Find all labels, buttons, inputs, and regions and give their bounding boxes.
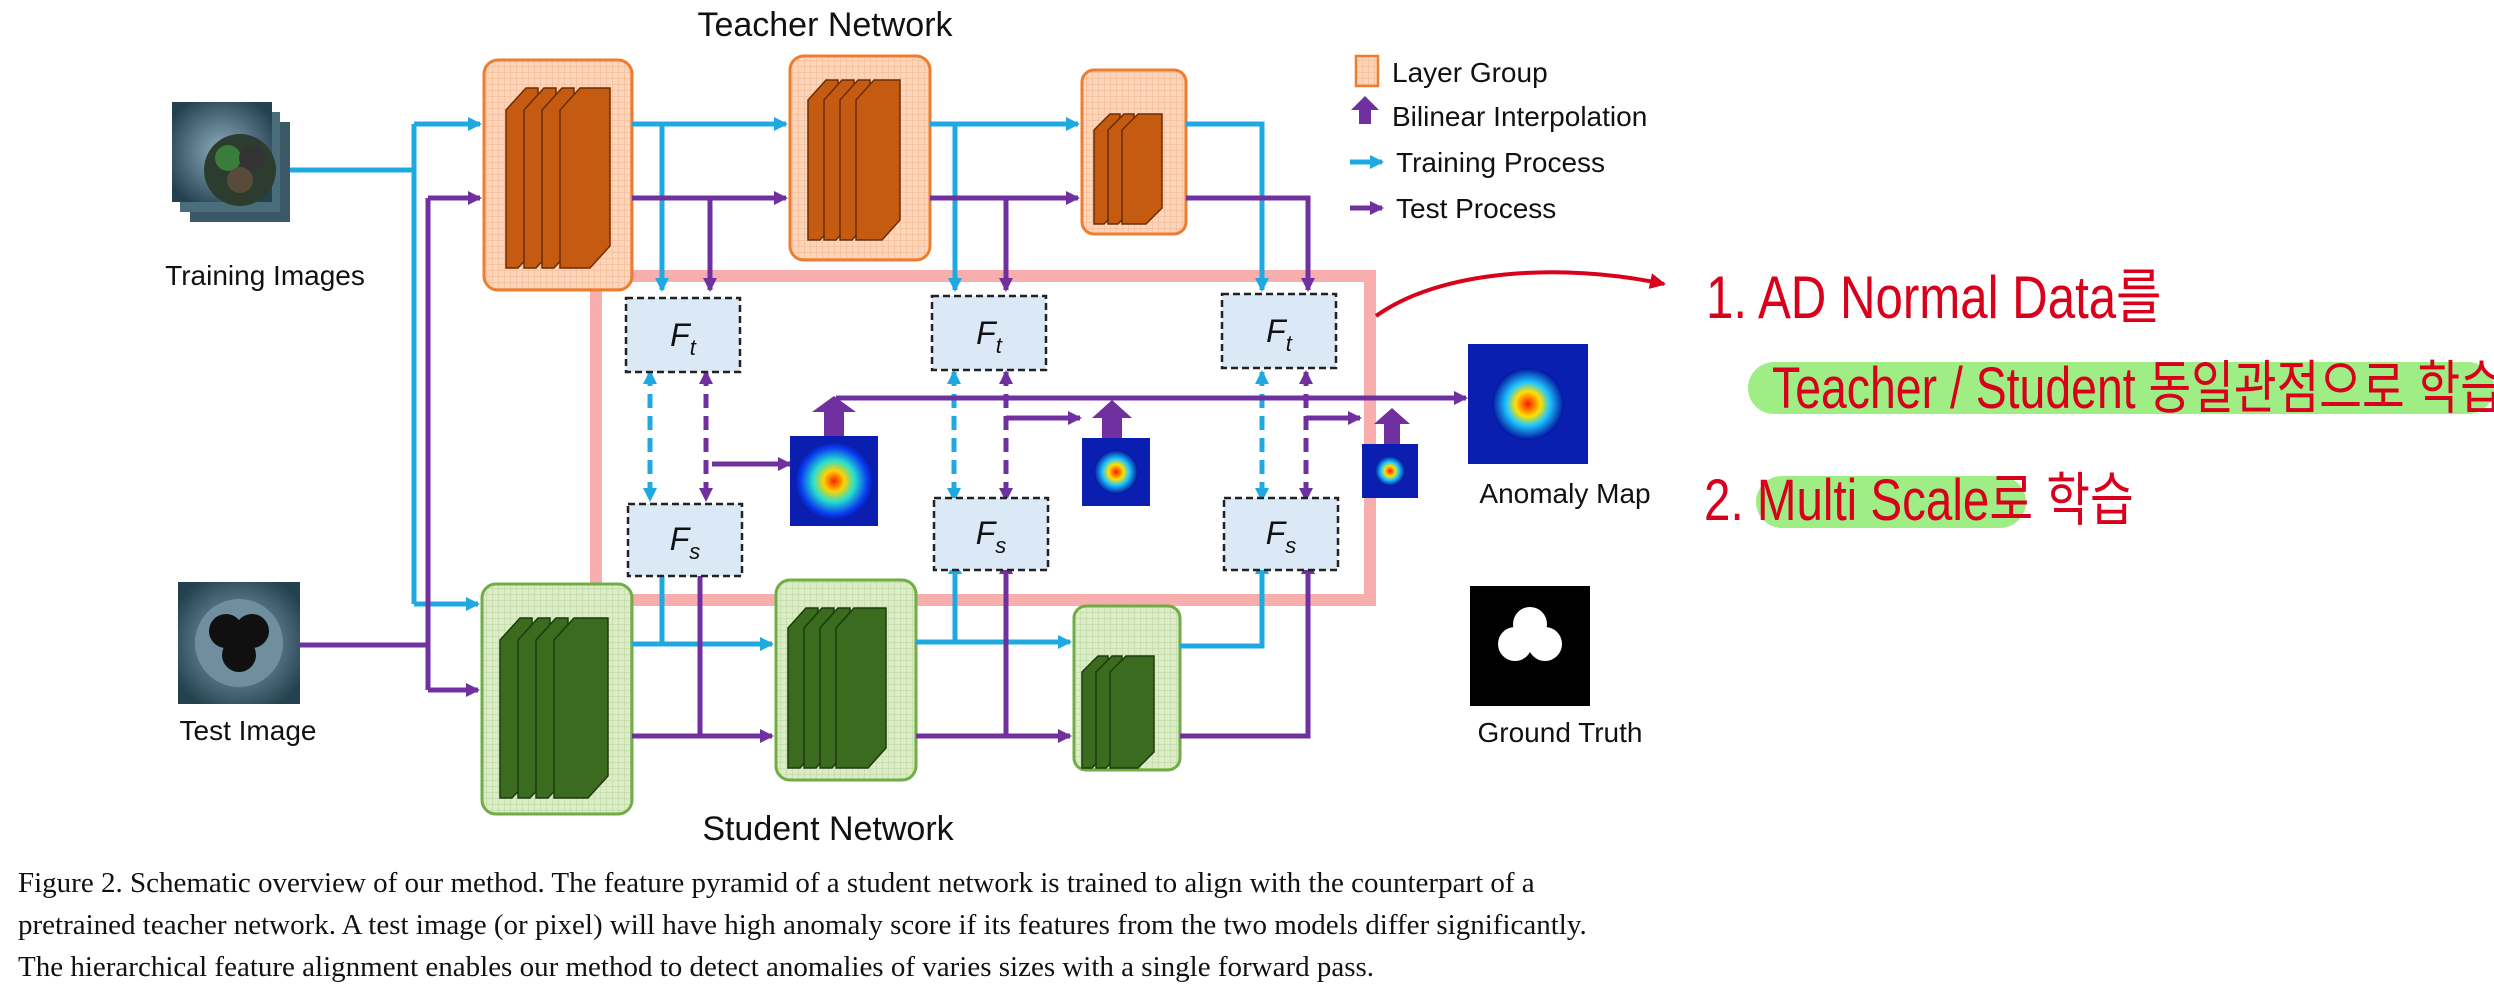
anomaly-heatmap-scale-3 bbox=[1362, 444, 1418, 498]
training-process-arrows bbox=[290, 117, 1269, 651]
figure-caption: Figure 2. Schematic overview of our meth… bbox=[18, 862, 1838, 988]
teacher-feature-box-3: Ft bbox=[1220, 292, 1338, 370]
legend-test-label: Test Process bbox=[1396, 193, 1556, 224]
student-feature-box-2: Fs bbox=[932, 496, 1050, 572]
legend-training-label: Training Process bbox=[1396, 147, 1605, 178]
teacher-feature-box-1: Ft bbox=[624, 296, 742, 374]
ground-truth-label: Ground Truth bbox=[1478, 717, 1643, 748]
ground-truth-image bbox=[1470, 586, 1590, 706]
test-image bbox=[178, 582, 300, 704]
legend-layer-group-label: Layer Group bbox=[1392, 57, 1548, 88]
svg-text:Ft: Ft bbox=[1266, 313, 1293, 356]
highlight-stroke-1 bbox=[1748, 362, 2494, 414]
handwritten-annotations: 1. AD Normal Data를 Teacher / Student 동일관… bbox=[1374, 263, 2494, 534]
teacher-layer-group-1 bbox=[482, 58, 634, 292]
svg-text:Fs: Fs bbox=[670, 521, 701, 564]
annotation-note-2: 2. Multi Scale로 학습 bbox=[1704, 469, 2134, 534]
training-images bbox=[172, 102, 290, 222]
teacher-network-title: Teacher Network bbox=[697, 6, 953, 44]
caption-line-2: pretrained teacher network. A test image… bbox=[18, 909, 1587, 941]
legend-bilinear-label: Bilinear Interpolation bbox=[1392, 101, 1647, 132]
student-layer-group-2 bbox=[774, 578, 918, 782]
anomaly-heatmap-scale-1 bbox=[790, 436, 878, 526]
anomaly-map-image bbox=[1468, 344, 1588, 464]
student-layer-group-3 bbox=[1072, 604, 1182, 772]
annotation-arrow bbox=[1374, 270, 1666, 318]
svg-text:Ft: Ft bbox=[670, 317, 697, 360]
up-arrow-icon bbox=[1351, 96, 1379, 124]
svg-text:Ft: Ft bbox=[976, 315, 1003, 358]
training-images-label: Training Images bbox=[165, 260, 365, 291]
svg-text:Fs: Fs bbox=[976, 515, 1007, 558]
highlight-stroke-2 bbox=[1756, 476, 2026, 528]
legend: Layer Group Bilinear Interpolation Train… bbox=[1350, 54, 1647, 224]
caption-line-3: The hierarchical feature alignment enabl… bbox=[18, 951, 1375, 983]
bilinear-interpolation-arrows bbox=[812, 396, 1410, 444]
student-network-title: Student Network bbox=[702, 810, 954, 848]
legend-layer-group-swatch bbox=[1354, 54, 1380, 88]
anomaly-map-label: Anomaly Map bbox=[1479, 478, 1650, 509]
test-image-label: Test Image bbox=[180, 715, 317, 746]
annotation-note-1-line-1: 1. AD Normal Data를 bbox=[1706, 263, 2161, 331]
annotation-note-1-line-2: Teacher / Student 동일관점으로 학습 bbox=[1772, 356, 2494, 421]
caption-line-1: Figure 2. Schematic overview of our meth… bbox=[18, 867, 1535, 899]
student-feature-box-3: Fs bbox=[1222, 496, 1340, 572]
teacher-layer-group-3 bbox=[1080, 68, 1188, 236]
teacher-feature-box-2: Ft bbox=[930, 294, 1048, 372]
student-feature-box-1: Fs bbox=[626, 502, 744, 578]
test-process-arrows bbox=[300, 191, 1468, 743]
student-layer-group-1 bbox=[480, 582, 634, 816]
anomaly-heatmap-scale-2 bbox=[1082, 438, 1150, 506]
svg-text:Fs: Fs bbox=[1266, 515, 1297, 558]
teacher-layer-group-2 bbox=[788, 54, 932, 262]
feature-alignment-highlight bbox=[590, 270, 1376, 606]
